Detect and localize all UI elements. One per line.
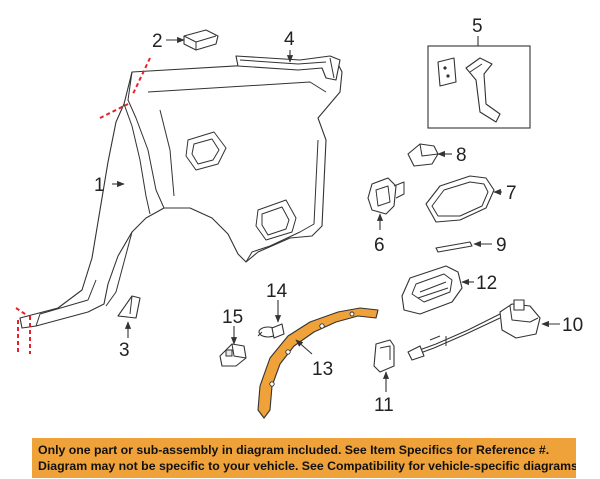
filler-housing-part-12 — [401, 265, 463, 315]
bracket-part-4 — [235, 55, 341, 81]
callout-11: 11 — [374, 395, 394, 416]
callout-1: 1 — [94, 175, 105, 196]
plate-part-3 — [117, 295, 141, 319]
callout-7: 7 — [506, 183, 517, 204]
callout-10: 10 — [562, 315, 583, 336]
callout-2: 2 — [152, 31, 163, 52]
notice-line-2: Diagram may not be specific to your vehi… — [38, 459, 576, 473]
callout-15: 15 — [222, 307, 243, 328]
bracket-part-15 — [219, 343, 247, 367]
seal-strip-part-9 — [435, 241, 473, 253]
quarter-panel-part-1 — [19, 59, 343, 329]
hinge-box-part-5 — [427, 45, 531, 129]
clip-part-11 — [373, 339, 395, 373]
callouts: 1 2 3 4 5 6 7 8 9 10 11 12 13 14 15 — [94, 16, 583, 416]
callout-4: 4 — [284, 29, 295, 50]
callout-13: 13 — [312, 359, 333, 380]
callout-9: 9 — [496, 235, 507, 256]
wheel-arch-liner-part-13 — [257, 307, 379, 419]
push-pin-part-14 — [257, 323, 285, 339]
notice-line-1: Only one part or sub-assembly in diagram… — [38, 443, 550, 457]
cut-lines — [15, 57, 151, 354]
fuel-door-hinge-part-6 — [367, 177, 405, 215]
clip-part-2 — [183, 29, 219, 51]
callout-3: 3 — [119, 340, 130, 361]
callout-12: 12 — [476, 273, 497, 294]
notice-banner: Only one part or sub-assembly in diagram… — [32, 438, 576, 478]
leader-lines — [112, 36, 560, 392]
callout-6: 6 — [374, 235, 385, 256]
callout-5: 5 — [472, 16, 483, 37]
release-cable-part-10 — [407, 299, 541, 361]
callout-14: 14 — [266, 281, 288, 302]
fuel-door-part-7 — [425, 175, 495, 223]
bracket-part-8 — [407, 143, 439, 167]
callout-8: 8 — [456, 145, 467, 166]
